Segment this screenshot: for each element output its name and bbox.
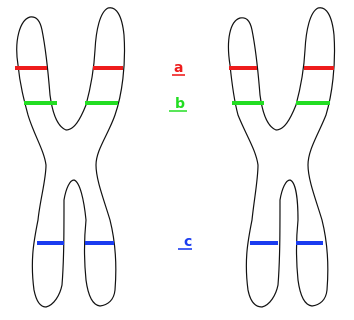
label-a-text: a [174, 60, 183, 76]
label-c: c [178, 234, 192, 250]
chromosome-left [17, 8, 125, 307]
chromosome-left-outline [17, 8, 125, 307]
chromosome-right-outline [228, 8, 334, 307]
label-b-text: b [175, 96, 185, 112]
label-a: a [172, 60, 185, 76]
chromosome-right [228, 8, 334, 307]
label-b: b [169, 96, 187, 112]
label-c-text: c [184, 234, 192, 250]
